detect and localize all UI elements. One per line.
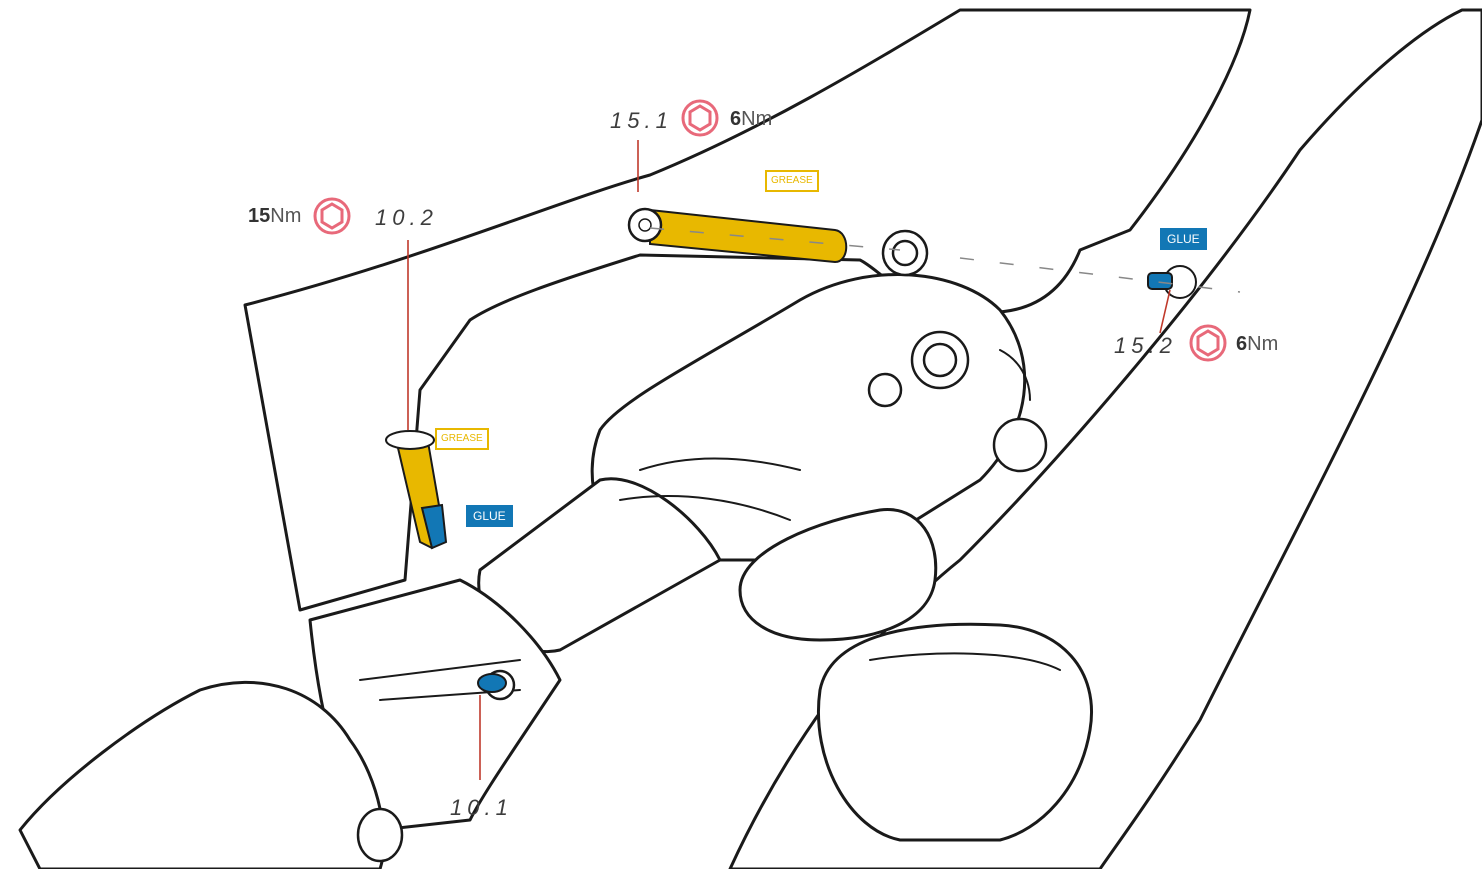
hex-socket-icon: [313, 197, 351, 235]
torque-unit: Nm: [1247, 333, 1279, 355]
pin-15-1: [627, 207, 848, 264]
grease-tag-icon: GREASE: [765, 170, 819, 192]
glue-tag-icon: GLUE: [466, 505, 513, 527]
bolt-10-1: [477, 673, 507, 693]
ref-label-15-2: 15.2: [1114, 333, 1177, 358]
torque-label-15-1: 6Nm: [730, 108, 772, 131]
torque-value: 6: [730, 108, 742, 130]
torque-value: 6: [1236, 333, 1248, 355]
leader-15-2: [1159, 289, 1171, 334]
torque-unit: Nm: [741, 108, 773, 130]
ref-label-15-1: 15.1: [610, 108, 673, 133]
hex-socket-icon: [681, 99, 719, 137]
bolt-15-2: [1147, 265, 1197, 299]
grease-tag-icon: GREASE: [435, 428, 489, 450]
ref-label-10-1: 10.1: [450, 795, 513, 820]
torque-value: 15: [248, 205, 271, 227]
glue-tag-icon: GLUE: [1160, 228, 1207, 250]
torque-label-10-2: 15Nm: [248, 205, 301, 228]
torque-unit: Nm: [270, 205, 302, 227]
hex-socket-icon: [1189, 324, 1227, 362]
ref-label-10-2: 10.2: [375, 205, 438, 230]
bolt-10-2: [385, 430, 448, 550]
torque-label-15-2: 6Nm: [1236, 333, 1278, 356]
